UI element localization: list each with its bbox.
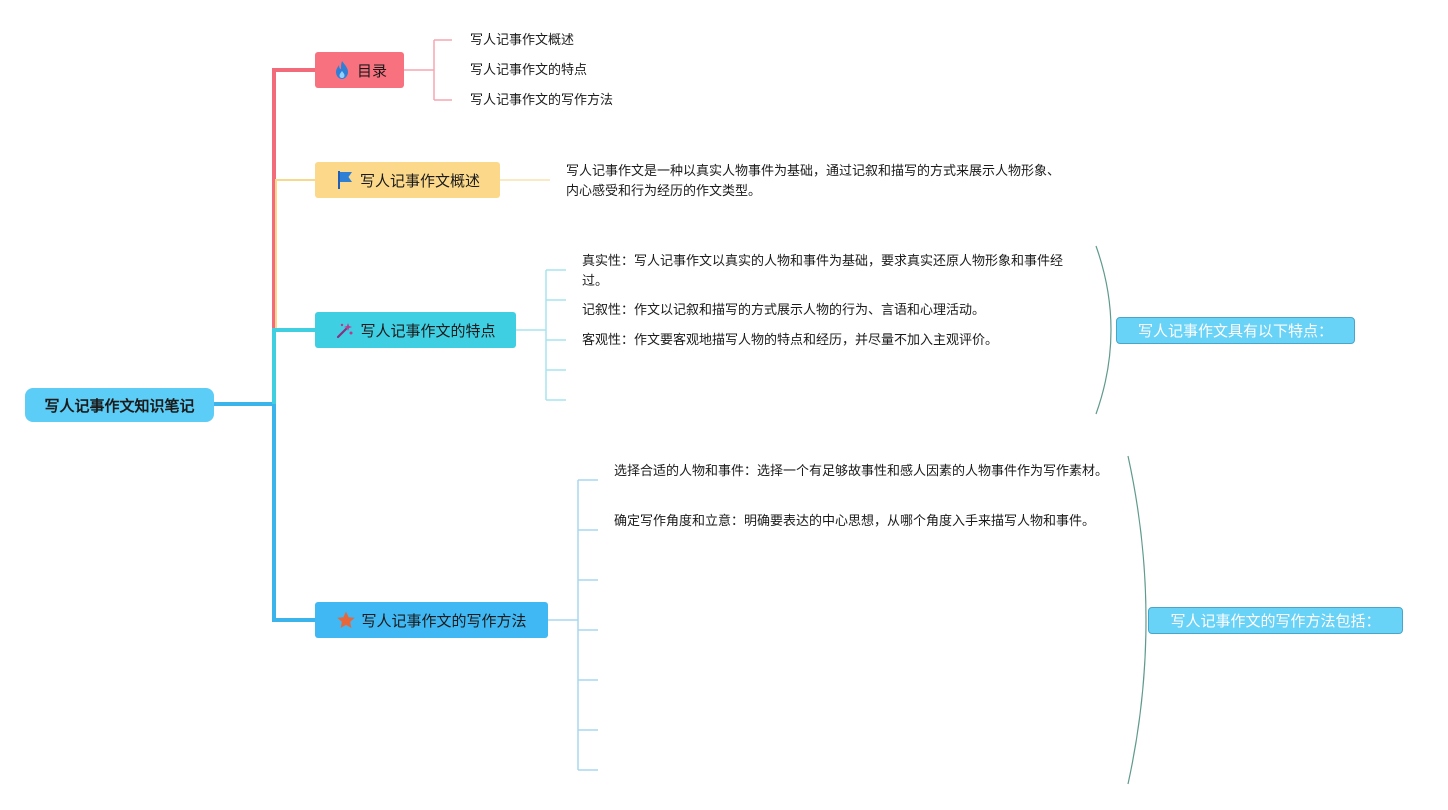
methods-summary-label: 写人记事作文的写作方法包括： — [1170, 612, 1381, 630]
connector-features — [272, 328, 315, 404]
branch-methods[interactable]: 写人记事作文的写作方法 — [315, 602, 548, 638]
branch-overview[interactable]: 写人记事作文概述 — [315, 162, 500, 198]
features-item[interactable]: 记叙性：作文以记叙和描写的方式展示人物的行为、言语和心理活动。 — [582, 303, 986, 318]
features-summary-label: 写人记事作文具有以下特点： — [1137, 322, 1333, 340]
connector-toc — [272, 68, 315, 404]
fire-icon — [332, 60, 352, 80]
connector-methods — [272, 404, 315, 622]
features-item[interactable]: 真实性：写人记事作文以真实的人物和事件为基础，要求真实还原人物形象和事件经过。 — [582, 254, 1064, 289]
branch-features-label: 写人记事作文的特点 — [360, 321, 496, 340]
connector-overview — [275, 179, 315, 330]
overview-text[interactable]: 写人记事作文是一种以真实人物事件为基础，通过记叙和描写的方式来展示人物形象、内心… — [566, 164, 1061, 199]
features-item[interactable]: 客观性：作文要客观地描写人物的特点和经历，并尽量不加入主观评价。 — [582, 333, 999, 348]
toc-item[interactable]: 写人记事作文的特点 — [470, 63, 588, 78]
star-icon — [336, 610, 356, 630]
branch-toc[interactable]: 目录 — [315, 52, 404, 88]
toc-item[interactable]: 写人记事作文的写作方法 — [470, 93, 614, 108]
features-summary[interactable]: 写人记事作文具有以下特点： — [1116, 317, 1355, 344]
branch-methods-label: 写人记事作文的写作方法 — [361, 611, 527, 630]
connector-features-items — [516, 269, 566, 401]
sparkle-icon — [335, 320, 355, 340]
toc-item[interactable]: 写人记事作文概述 — [470, 33, 575, 48]
methods-summary[interactable]: 写人记事作文的写作方法包括： — [1148, 607, 1403, 634]
branch-toc-label: 目录 — [356, 61, 387, 80]
root-topic-label: 写人记事作文知识笔记 — [44, 396, 195, 415]
root-topic[interactable]: 写人记事作文知识笔记 — [25, 388, 214, 422]
connector-methods-items — [548, 479, 598, 771]
flag-icon — [335, 170, 355, 190]
branch-overview-label: 写人记事作文概述 — [359, 171, 480, 190]
branch-features[interactable]: 写人记事作文的特点 — [315, 312, 516, 348]
summary-brace-features — [1095, 245, 1112, 415]
summary-brace-methods — [1127, 455, 1147, 785]
connector-toc-items — [404, 39, 452, 101]
methods-item[interactable]: 选择合适的人物和事件：选择一个有足够故事性和感人因素的人物事件作为写作素材。 — [614, 464, 1109, 479]
methods-item[interactable]: 确定写作角度和立意：明确要表达的中心思想，从哪个角度入手来描写人物和事件。 — [614, 514, 1096, 529]
